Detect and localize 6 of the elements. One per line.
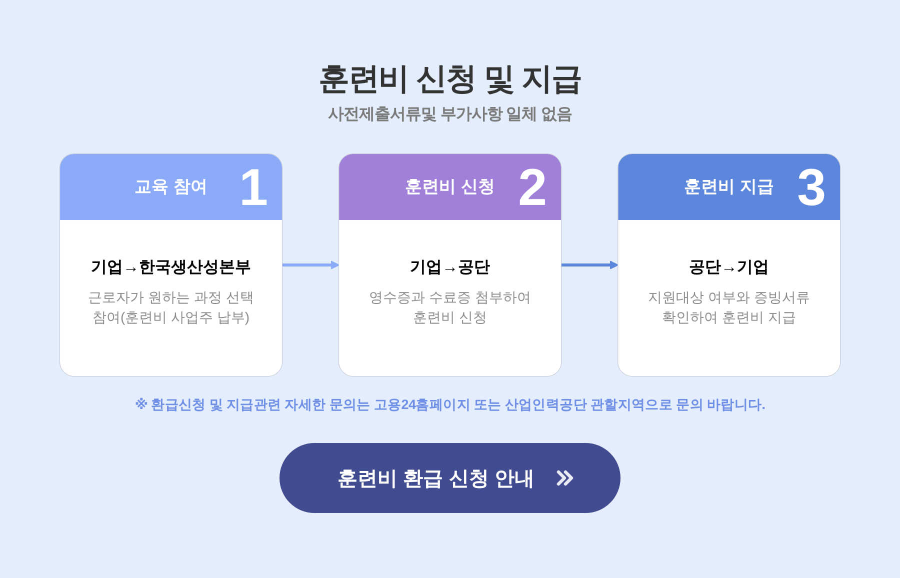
subtitle: 사전제출서류및 부가사항 일체 없음 — [328, 105, 572, 125]
arrow — [282, 260, 340, 270]
guide-button: 훈련비 환급 신청 안내 — [280, 443, 620, 513]
note-text: ※ 환급신청 및 지급관련 자세한 문의는 고용24홈페이지 또는 산업인력공단 관할지역으로 문의 바랍니다. — [134, 396, 766, 414]
title: 훈련비 신청 및 지급 — [318, 60, 582, 98]
arrow — [561, 260, 618, 270]
